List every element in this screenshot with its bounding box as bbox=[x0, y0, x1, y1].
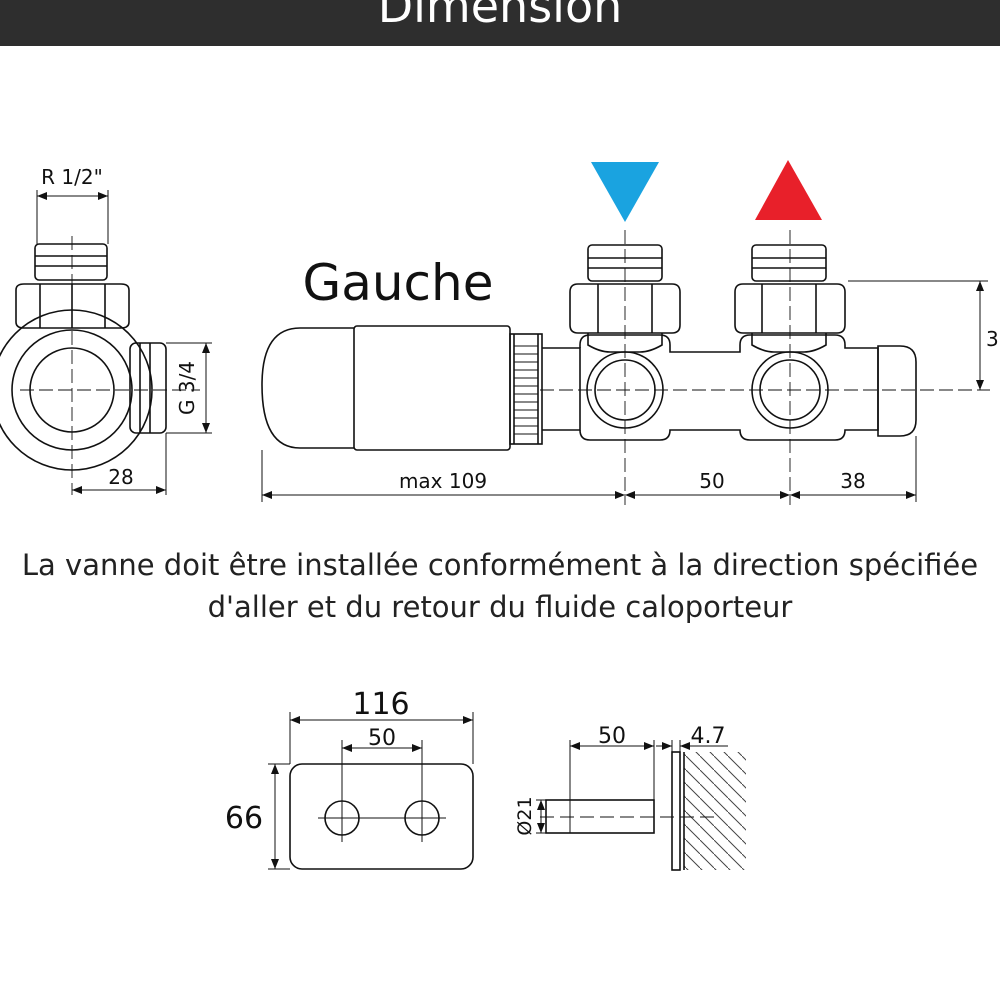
cover-plate bbox=[268, 712, 474, 870]
side-view bbox=[0, 190, 212, 495]
dim-thread-side: G 3/4 bbox=[175, 361, 199, 415]
return-arrow-icon bbox=[755, 160, 822, 220]
orientation-label: Gauche bbox=[302, 254, 493, 312]
header-banner: Dimension bbox=[0, 0, 1000, 46]
page-title: Dimension bbox=[377, 0, 623, 33]
plate-height: 66 bbox=[225, 801, 263, 836]
supply-arrow-icon bbox=[591, 162, 659, 222]
dim-height: 3 bbox=[986, 327, 999, 351]
profile-thickness: 4.7 bbox=[691, 724, 726, 749]
install-note-line-2: d'aller et du retour du fluide caloporte… bbox=[207, 590, 793, 624]
plate-width: 116 bbox=[352, 687, 409, 722]
dim-length-end: 38 bbox=[840, 469, 865, 493]
front-view bbox=[261, 230, 990, 505]
install-note-line-1: La vanne doit être installée conformémen… bbox=[21, 548, 979, 582]
profile-view bbox=[536, 740, 746, 871]
dim-spacing: 50 bbox=[699, 469, 724, 493]
dim-thread-top: R 1/2" bbox=[41, 165, 103, 189]
plate-hole-spacing: 50 bbox=[368, 726, 396, 751]
profile-hole-spacing: 50 bbox=[598, 724, 626, 749]
profile-diameter: Ø21 bbox=[514, 796, 536, 835]
dim-length-head: max 109 bbox=[399, 469, 487, 493]
dim-depth: 28 bbox=[108, 465, 133, 489]
